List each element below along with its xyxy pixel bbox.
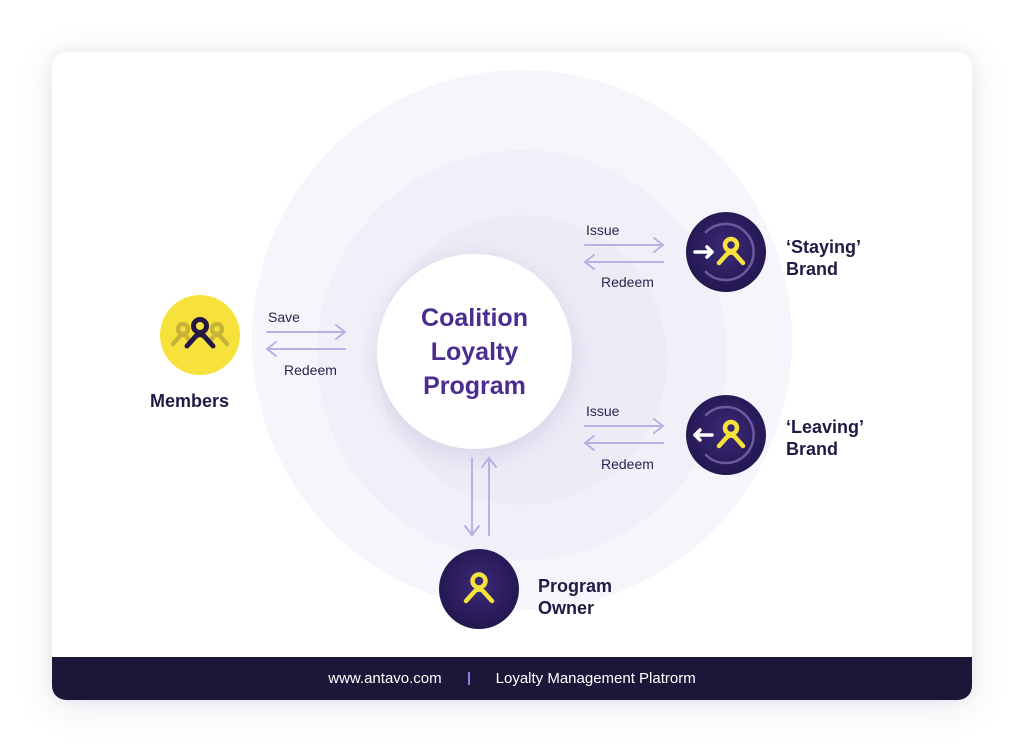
staying-issue-arrow (584, 237, 664, 253)
leaving-issue-arrow (584, 418, 664, 434)
footer-website-link[interactable]: www.antavo.com (328, 670, 442, 687)
staying-brand-label-line1: ‘Staying’ (786, 237, 862, 257)
diagram-card: Coalition Loyalty Program (52, 52, 972, 700)
leaving-brand-label-line2: Brand (786, 439, 839, 459)
leaving-issue-label: Issue (586, 403, 620, 419)
staying-brand-label-line2: Brand (786, 259, 839, 279)
staying-issue-label: Issue (586, 222, 620, 238)
owner-down-arrow (464, 457, 480, 536)
footer-tagline: Loyalty Management Platrorm (495, 670, 696, 687)
flow-arrows (266, 237, 664, 536)
members-save-label: Save (268, 309, 300, 325)
program-owner-label-line1: Program (538, 576, 613, 596)
center-node: Coalition Loyalty Program (377, 254, 572, 449)
members-group-icon (160, 295, 240, 375)
program-owner-icon (439, 549, 519, 629)
leaving-redeem-arrow (584, 435, 664, 451)
footer-bar: www.antavo.com Loyalty Management Platro… (52, 657, 972, 700)
leaving-redeem-label: Redeem (601, 456, 654, 472)
footer-separator (467, 672, 470, 685)
center-title-line3: Program (423, 371, 526, 400)
staying-brand-icon (686, 212, 766, 292)
members-label: Members (150, 391, 230, 411)
leaving-brand-label-line1: ‘Leaving’ (786, 417, 865, 437)
program-owner-label-line2: Owner (538, 598, 595, 618)
members-redeem-label: Redeem (284, 362, 337, 378)
members-save-arrow (266, 324, 346, 340)
center-title-line2: Loyalty (430, 337, 519, 366)
center-title: Coalition Loyalty Program (390, 301, 560, 403)
center-title-line1: Coalition (421, 303, 528, 332)
program-owner-label: Program Owner (538, 575, 612, 619)
members-redeem-arrow (266, 341, 346, 357)
leaving-brand-label: ‘Leaving’ Brand (786, 416, 864, 460)
staying-redeem-label: Redeem (601, 274, 654, 290)
staying-brand-label: ‘Staying’ Brand (786, 236, 861, 280)
leaving-brand-icon (686, 395, 766, 475)
owner-up-arrow (481, 457, 497, 536)
staying-redeem-arrow (584, 254, 664, 270)
